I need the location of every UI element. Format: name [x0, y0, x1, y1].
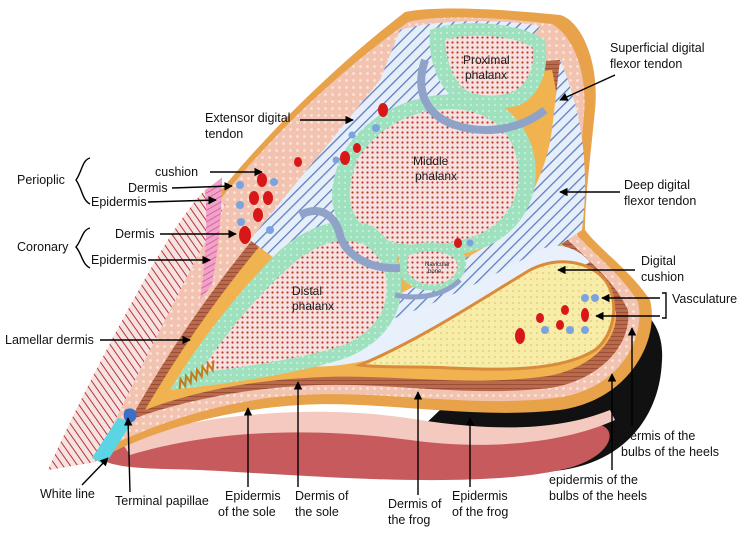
digital-cushion-label-2: cushion	[641, 270, 684, 284]
coronary-bracket	[75, 227, 91, 269]
coronary-dermis-label: Dermis	[115, 227, 155, 241]
perioplic-bracket	[75, 157, 91, 205]
epidermis-sole-label-2: of the sole	[218, 505, 276, 519]
navicular-label-1: Navicular	[425, 262, 450, 268]
coronary-label: Coronary	[17, 240, 69, 254]
epidermis-frog-label-2: of the frog	[452, 505, 508, 519]
epidermis-sole-label-1: Epidermis	[225, 489, 281, 503]
epidermis-bulbs-label-2: bulbs of the heels	[549, 489, 647, 503]
periople-cushion-label: cushion	[155, 165, 198, 179]
white-line-arrow	[81, 457, 109, 486]
vasculature-bracket	[662, 292, 667, 319]
lamellar-papillae	[178, 360, 215, 390]
vessels-cushion	[454, 238, 599, 344]
terminal-papillae-spot	[123, 408, 137, 423]
white-line-label: White line	[40, 487, 95, 501]
distal-phalanx-label-1: Distal	[292, 284, 322, 298]
periople-dermis-label: Dermis	[128, 181, 168, 195]
digital-cushion-label-1: Digital	[641, 254, 676, 268]
dermis-frog-label-2: the frog	[388, 513, 430, 527]
white-line-cyan	[92, 418, 132, 465]
deep-flexor-label-2: flexor tendon	[624, 194, 696, 208]
lamellar-dermis-label: Lamellar dermis	[5, 333, 94, 347]
middle-phalanx-core	[349, 109, 519, 246]
digital-cushion	[360, 261, 614, 370]
epidermis-bulbs-label-1: epidermis of the	[549, 473, 638, 487]
joint-cartilage-upper	[417, 58, 548, 134]
periople-dermis-arrow	[171, 182, 233, 191]
navicular-core	[407, 251, 458, 285]
dermis-sole-label-1: Dermis of	[295, 489, 349, 503]
proximal-phalanx-label-2: phalanx	[465, 68, 507, 82]
superficial-flexor-label-2: flexor tendon	[610, 57, 682, 71]
sole-light-band	[120, 410, 615, 455]
dermis-frog-label-1: Dermis of	[388, 497, 442, 511]
dermis-bulbs-label-1: Dermis of the	[621, 429, 695, 443]
extensor-label-2: tendon	[205, 127, 243, 141]
coronary-epidermis-pink	[200, 178, 222, 300]
distal-phalanx-label-2: phalanx	[292, 299, 334, 313]
epidermis-frog-label-1: Epidermis	[452, 489, 508, 503]
vessels-upper	[332, 103, 388, 165]
joint-cartilage-nav	[394, 278, 462, 300]
periople-epidermis-label: Epidermis	[91, 195, 147, 209]
superficial-flexor-label-1: Superficial digital	[610, 41, 705, 55]
perioplic-label: Perioplic	[17, 173, 65, 187]
superficial-flexor-arrow	[559, 74, 616, 101]
dermis-bulbs-label-2: bulbs of the heels	[621, 445, 719, 459]
middle-phalanx-label-2: phalanx	[415, 169, 457, 183]
joint-cartilage-lower	[298, 207, 401, 273]
dermis-sole-label-2: the sole	[295, 505, 339, 519]
terminal-papillae-label: Terminal papillae	[115, 494, 209, 508]
proximal-phalanx-core	[445, 35, 534, 96]
proximal-phalanx-label-1: Proximal	[463, 53, 510, 67]
middle-phalanx-label-1: Middle	[413, 154, 449, 168]
periople-epidermis-arrow	[147, 196, 217, 205]
vessels-periople	[236, 157, 302, 244]
extensor-label-1: Extensor digital	[205, 111, 290, 125]
vasculature-label: Vasculature	[672, 292, 737, 306]
distal-phalanx-core	[200, 240, 387, 372]
deep-flexor-label-1: Deep digital	[624, 178, 690, 192]
navicular-label-2: bone	[428, 269, 442, 275]
coronary-epidermis-label: Epidermis	[91, 253, 147, 267]
terminal-papillae-arrow	[124, 417, 133, 493]
digital-cushion-rim	[354, 260, 616, 371]
